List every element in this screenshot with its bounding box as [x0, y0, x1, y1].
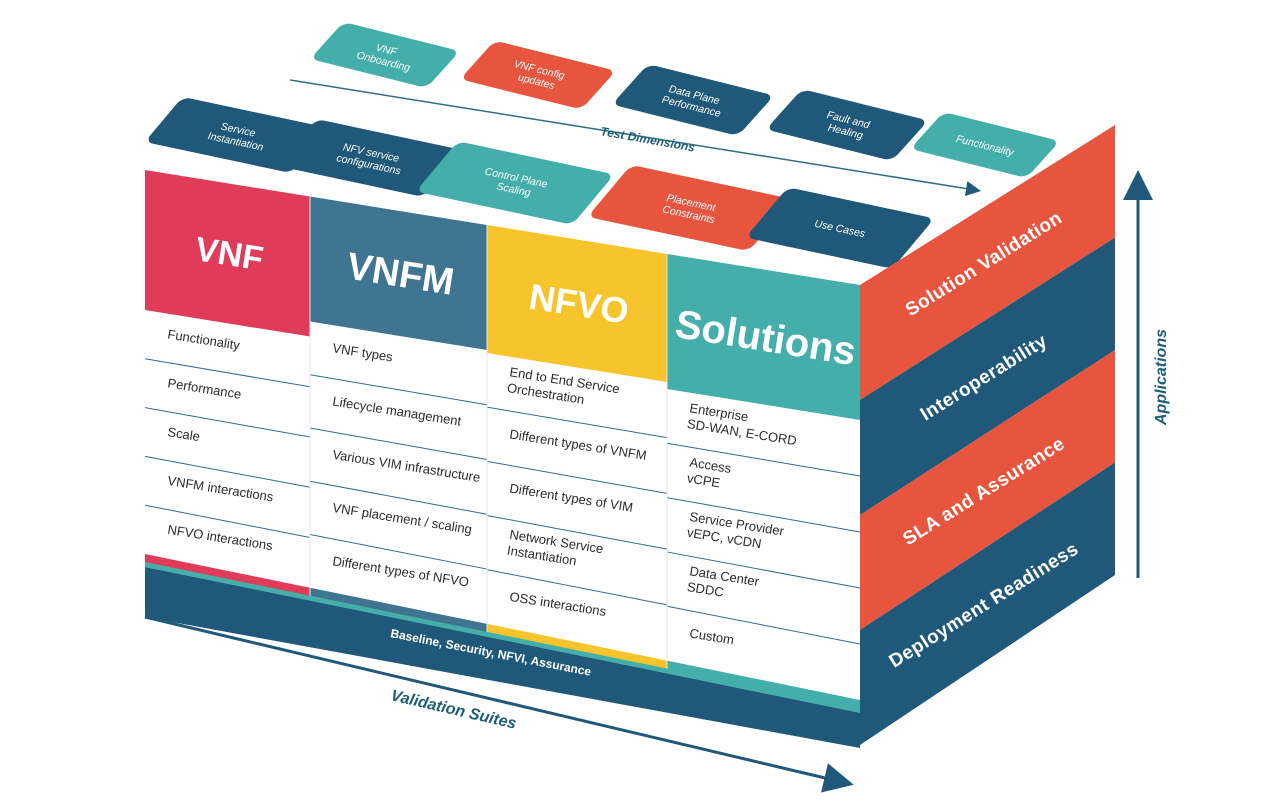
baseline-strip-top-line: [145, 562, 860, 713]
band-shape: [860, 125, 1115, 400]
validation-suites-arrow: [144, 615, 854, 793]
band-solution-validation: Solution Validation: [860, 125, 1115, 400]
row-divider: [309, 533, 488, 570]
column-item: Access: [689, 455, 733, 476]
row-divider: [309, 480, 488, 515]
tile-shape: [419, 142, 611, 224]
tile-functionality: Functionality: [914, 113, 1056, 177]
row-divider: [666, 442, 861, 477]
applications-label: Applications: [1153, 329, 1170, 426]
row-divider: [309, 374, 488, 406]
row-divider: [486, 515, 668, 550]
tile-shape: [280, 120, 460, 196]
row-divider: [666, 497, 861, 533]
tile-shape: [148, 98, 326, 172]
column-item: Custom: [689, 626, 736, 648]
tile-shape: [769, 90, 925, 160]
tile-shape: [591, 166, 789, 250]
column-header-bg: [667, 253, 860, 420]
row-divider: [666, 551, 861, 589]
tile-shape: [615, 65, 771, 135]
tile-shape: [463, 42, 613, 108]
tile-shape: [914, 113, 1056, 177]
tile-shape: [749, 188, 931, 268]
tile-label: VNF: [375, 42, 399, 59]
column-item: vCPE: [686, 470, 721, 490]
band-shape: [860, 350, 1115, 630]
tile-shape: [314, 23, 456, 87]
column-header-bg: [145, 170, 310, 337]
baseline-strip: [145, 567, 860, 748]
validation-suites-label: Validation Suites: [389, 687, 518, 732]
row-divider: [486, 569, 668, 606]
column-item: Scale: [167, 424, 201, 444]
row-divider: [144, 504, 311, 538]
column-header-bg: [487, 224, 667, 382]
row-divider: [486, 406, 668, 439]
column-item: SDDC: [686, 579, 725, 600]
band-shape: [860, 237, 1115, 515]
tile-use-cases: Use Cases: [749, 188, 931, 268]
row-divider: [666, 605, 861, 645]
row-divider: [144, 358, 311, 388]
test-dimensions-guide-line: [289, 79, 981, 196]
row-divider: [144, 455, 311, 488]
band-shape: [860, 462, 1115, 745]
row-divider: [309, 427, 488, 461]
row-divider: [144, 407, 311, 438]
column-header-bg: [310, 196, 487, 350]
row-divider: [486, 460, 668, 494]
